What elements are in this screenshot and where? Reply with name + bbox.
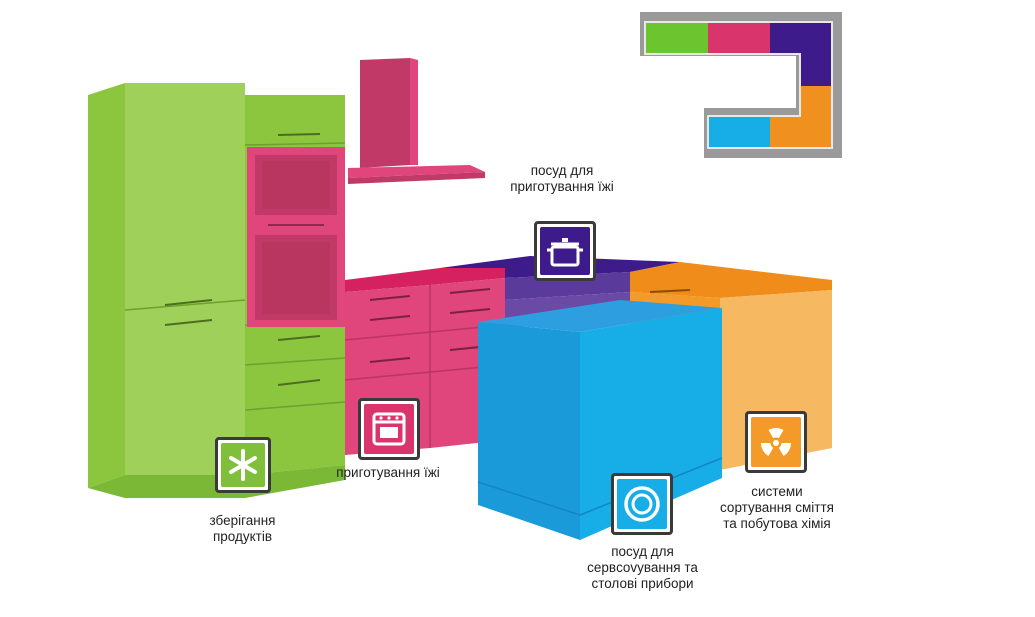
- serving-zone-badge: [611, 473, 673, 535]
- plan-storage-zone: [645, 22, 708, 54]
- serving-zone-island: [477, 300, 723, 540]
- waste-zone-badge: [745, 411, 807, 473]
- cookware-zone-badge: [534, 221, 596, 281]
- plan-serving-zone: [708, 116, 770, 148]
- cookware-zone-label: посуд для приготування їжі: [510, 163, 614, 194]
- cooking-zone-badge: [358, 398, 420, 460]
- kitchen-plan-map: [640, 12, 842, 158]
- storage-zone-cabinets: [88, 83, 346, 498]
- plan-cooking-zone: [708, 22, 770, 54]
- cooking-zone-label: приготування їжі: [336, 465, 440, 480]
- waste-zone-label: системи сортування сміття та побутова хі…: [720, 484, 834, 531]
- snowflake-icon: [221, 443, 265, 487]
- oven-icon: [364, 404, 414, 454]
- storage-zone-badge: [215, 437, 271, 493]
- radiation-icon: [751, 417, 801, 467]
- plan-waste-zone: [770, 116, 832, 148]
- pot-icon: [540, 227, 590, 275]
- plan-cookware-zone: [770, 22, 832, 54]
- plate-icon: [617, 479, 667, 529]
- serving-zone-label: посуд для сервcovування та столові прибо…: [587, 544, 698, 591]
- storage-zone-label: зберігання продуктів: [209, 513, 276, 544]
